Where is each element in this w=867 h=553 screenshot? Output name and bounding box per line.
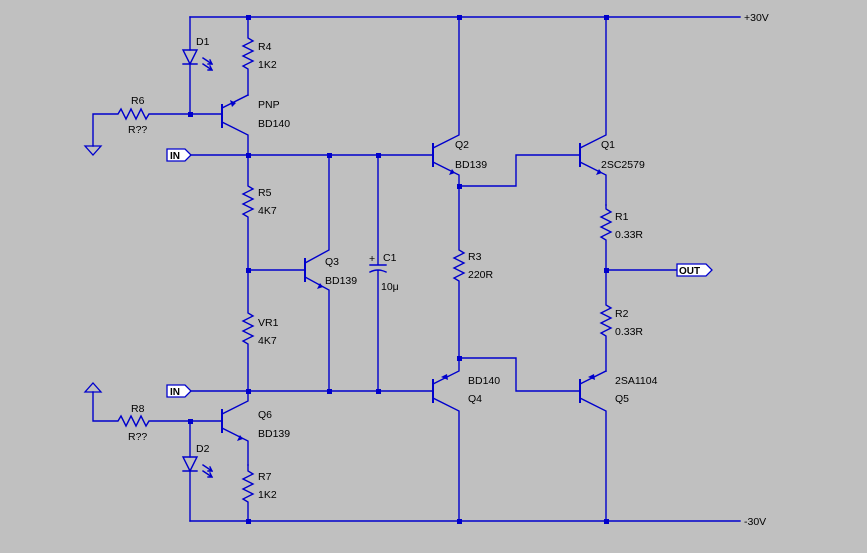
q3-value: BD139 xyxy=(325,275,357,287)
q1-value: 2SC2579 xyxy=(601,159,645,171)
r5-ref: R5 xyxy=(258,187,272,199)
d1-led: D1 xyxy=(181,16,214,115)
q3-transistor: Q3 BD139 xyxy=(247,154,357,392)
q4-ref: Q4 xyxy=(468,393,482,405)
r7-value: 1K2 xyxy=(258,489,277,501)
r8-resistor: R8 R?? xyxy=(92,391,191,443)
r7-ref: R7 xyxy=(258,471,272,483)
q4-value: BD140 xyxy=(468,375,500,387)
c1-capacitor: + C1 10μ xyxy=(369,154,399,392)
positive-rail: +30V xyxy=(189,12,769,24)
q2-transistor: Q2 BD139 xyxy=(432,16,487,187)
r6-value: R?? xyxy=(128,124,147,136)
out-port: OUT xyxy=(605,263,713,277)
junction-dots xyxy=(188,15,609,524)
q2-value: BD139 xyxy=(455,159,487,171)
in-port-top: IN xyxy=(166,148,434,162)
positive-rail-label: +30V xyxy=(744,12,769,24)
r7-resistor: R7 1K2 xyxy=(241,464,277,522)
r4-ref: R4 xyxy=(258,41,272,53)
r6-resistor: R6 R?? xyxy=(92,95,191,147)
svg-text:+: + xyxy=(369,253,375,265)
r3-resistor: R3 220R xyxy=(452,185,494,359)
negative-rail: -30V xyxy=(189,516,766,528)
supply-symbol-bottom xyxy=(83,382,103,393)
r2-ref: R2 xyxy=(615,308,629,320)
r5-resistor: R5 4K7 xyxy=(241,154,277,271)
r4-value: 1K2 xyxy=(258,59,277,71)
c1-ref: C1 xyxy=(383,252,397,264)
q5-ref: Q5 xyxy=(615,393,629,405)
q4-transistor: BD140 Q4 xyxy=(432,357,500,522)
r2-value: 0.33R xyxy=(615,326,643,338)
q3-ref: Q3 xyxy=(325,256,339,268)
q-top-pnp-transistor: PNP BD140 xyxy=(189,94,290,157)
out-port-label: OUT xyxy=(679,266,700,277)
in-port-bottom-label: IN xyxy=(170,387,180,398)
r1-value: 0.33R xyxy=(615,229,643,241)
negative-rail-label: -30V xyxy=(744,516,766,528)
vr1-value: 4K7 xyxy=(258,335,277,347)
q5-transistor: 2SA1104 Q5 xyxy=(579,370,658,522)
r8-value: R?? xyxy=(128,431,147,443)
q6-ref: Q6 xyxy=(258,409,272,421)
q1-ref: Q1 xyxy=(601,139,615,151)
r8-ref: R8 xyxy=(131,403,145,415)
q6-value: BD139 xyxy=(258,428,290,440)
d1-ref: D1 xyxy=(196,36,210,48)
q-top-ref: PNP xyxy=(258,99,280,111)
q5-value: 2SA1104 xyxy=(615,375,658,387)
r1-resistor: R1 0.33R xyxy=(599,204,643,271)
d2-led: D2 xyxy=(181,420,214,522)
r6-ref: R6 xyxy=(131,95,145,107)
q2-ref: Q2 xyxy=(455,139,469,151)
q6-transistor: Q6 BD139 xyxy=(189,390,290,466)
in-port-top-label: IN xyxy=(170,151,180,162)
r1-ref: R1 xyxy=(615,211,629,223)
vr1-resistor: VR1 4K7 xyxy=(241,269,279,392)
r3-ref: R3 xyxy=(468,251,482,263)
q-top-value: BD140 xyxy=(258,118,290,130)
in-port-bottom: IN xyxy=(166,384,434,398)
ground-symbol-top xyxy=(83,145,103,156)
q1-transistor: Q1 2SC2579 xyxy=(579,16,645,206)
vr1-ref: VR1 xyxy=(258,317,279,329)
r5-value: 4K7 xyxy=(258,205,277,217)
driver-links xyxy=(458,154,581,392)
r4-resistor: R4 1K2 xyxy=(241,16,277,96)
r3-value: 220R xyxy=(468,269,494,281)
c1-value: 10μ xyxy=(381,281,399,293)
d2-ref: D2 xyxy=(196,443,210,455)
r2-resistor: R2 0.33R xyxy=(599,269,643,372)
